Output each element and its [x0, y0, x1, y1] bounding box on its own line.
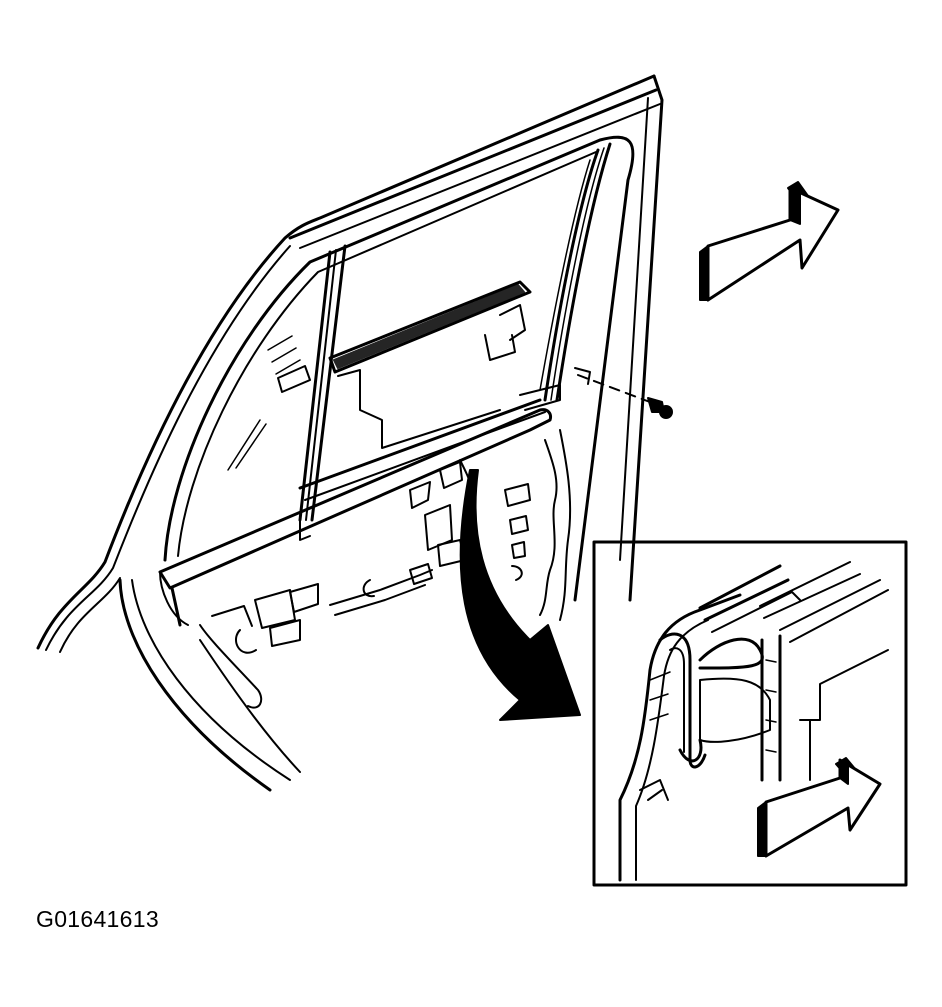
- detail-inset: [592, 540, 908, 887]
- removal-direction-arrow: [459, 469, 581, 721]
- window-opening: [163, 135, 635, 602]
- inner-door-panel: [158, 384, 572, 709]
- door-frame: [36, 74, 664, 792]
- window-glass: [277, 280, 532, 449]
- screw-icon: [574, 367, 673, 419]
- figure-id-label: G01641613: [36, 906, 159, 932]
- forward-direction-arrow: [699, 181, 840, 302]
